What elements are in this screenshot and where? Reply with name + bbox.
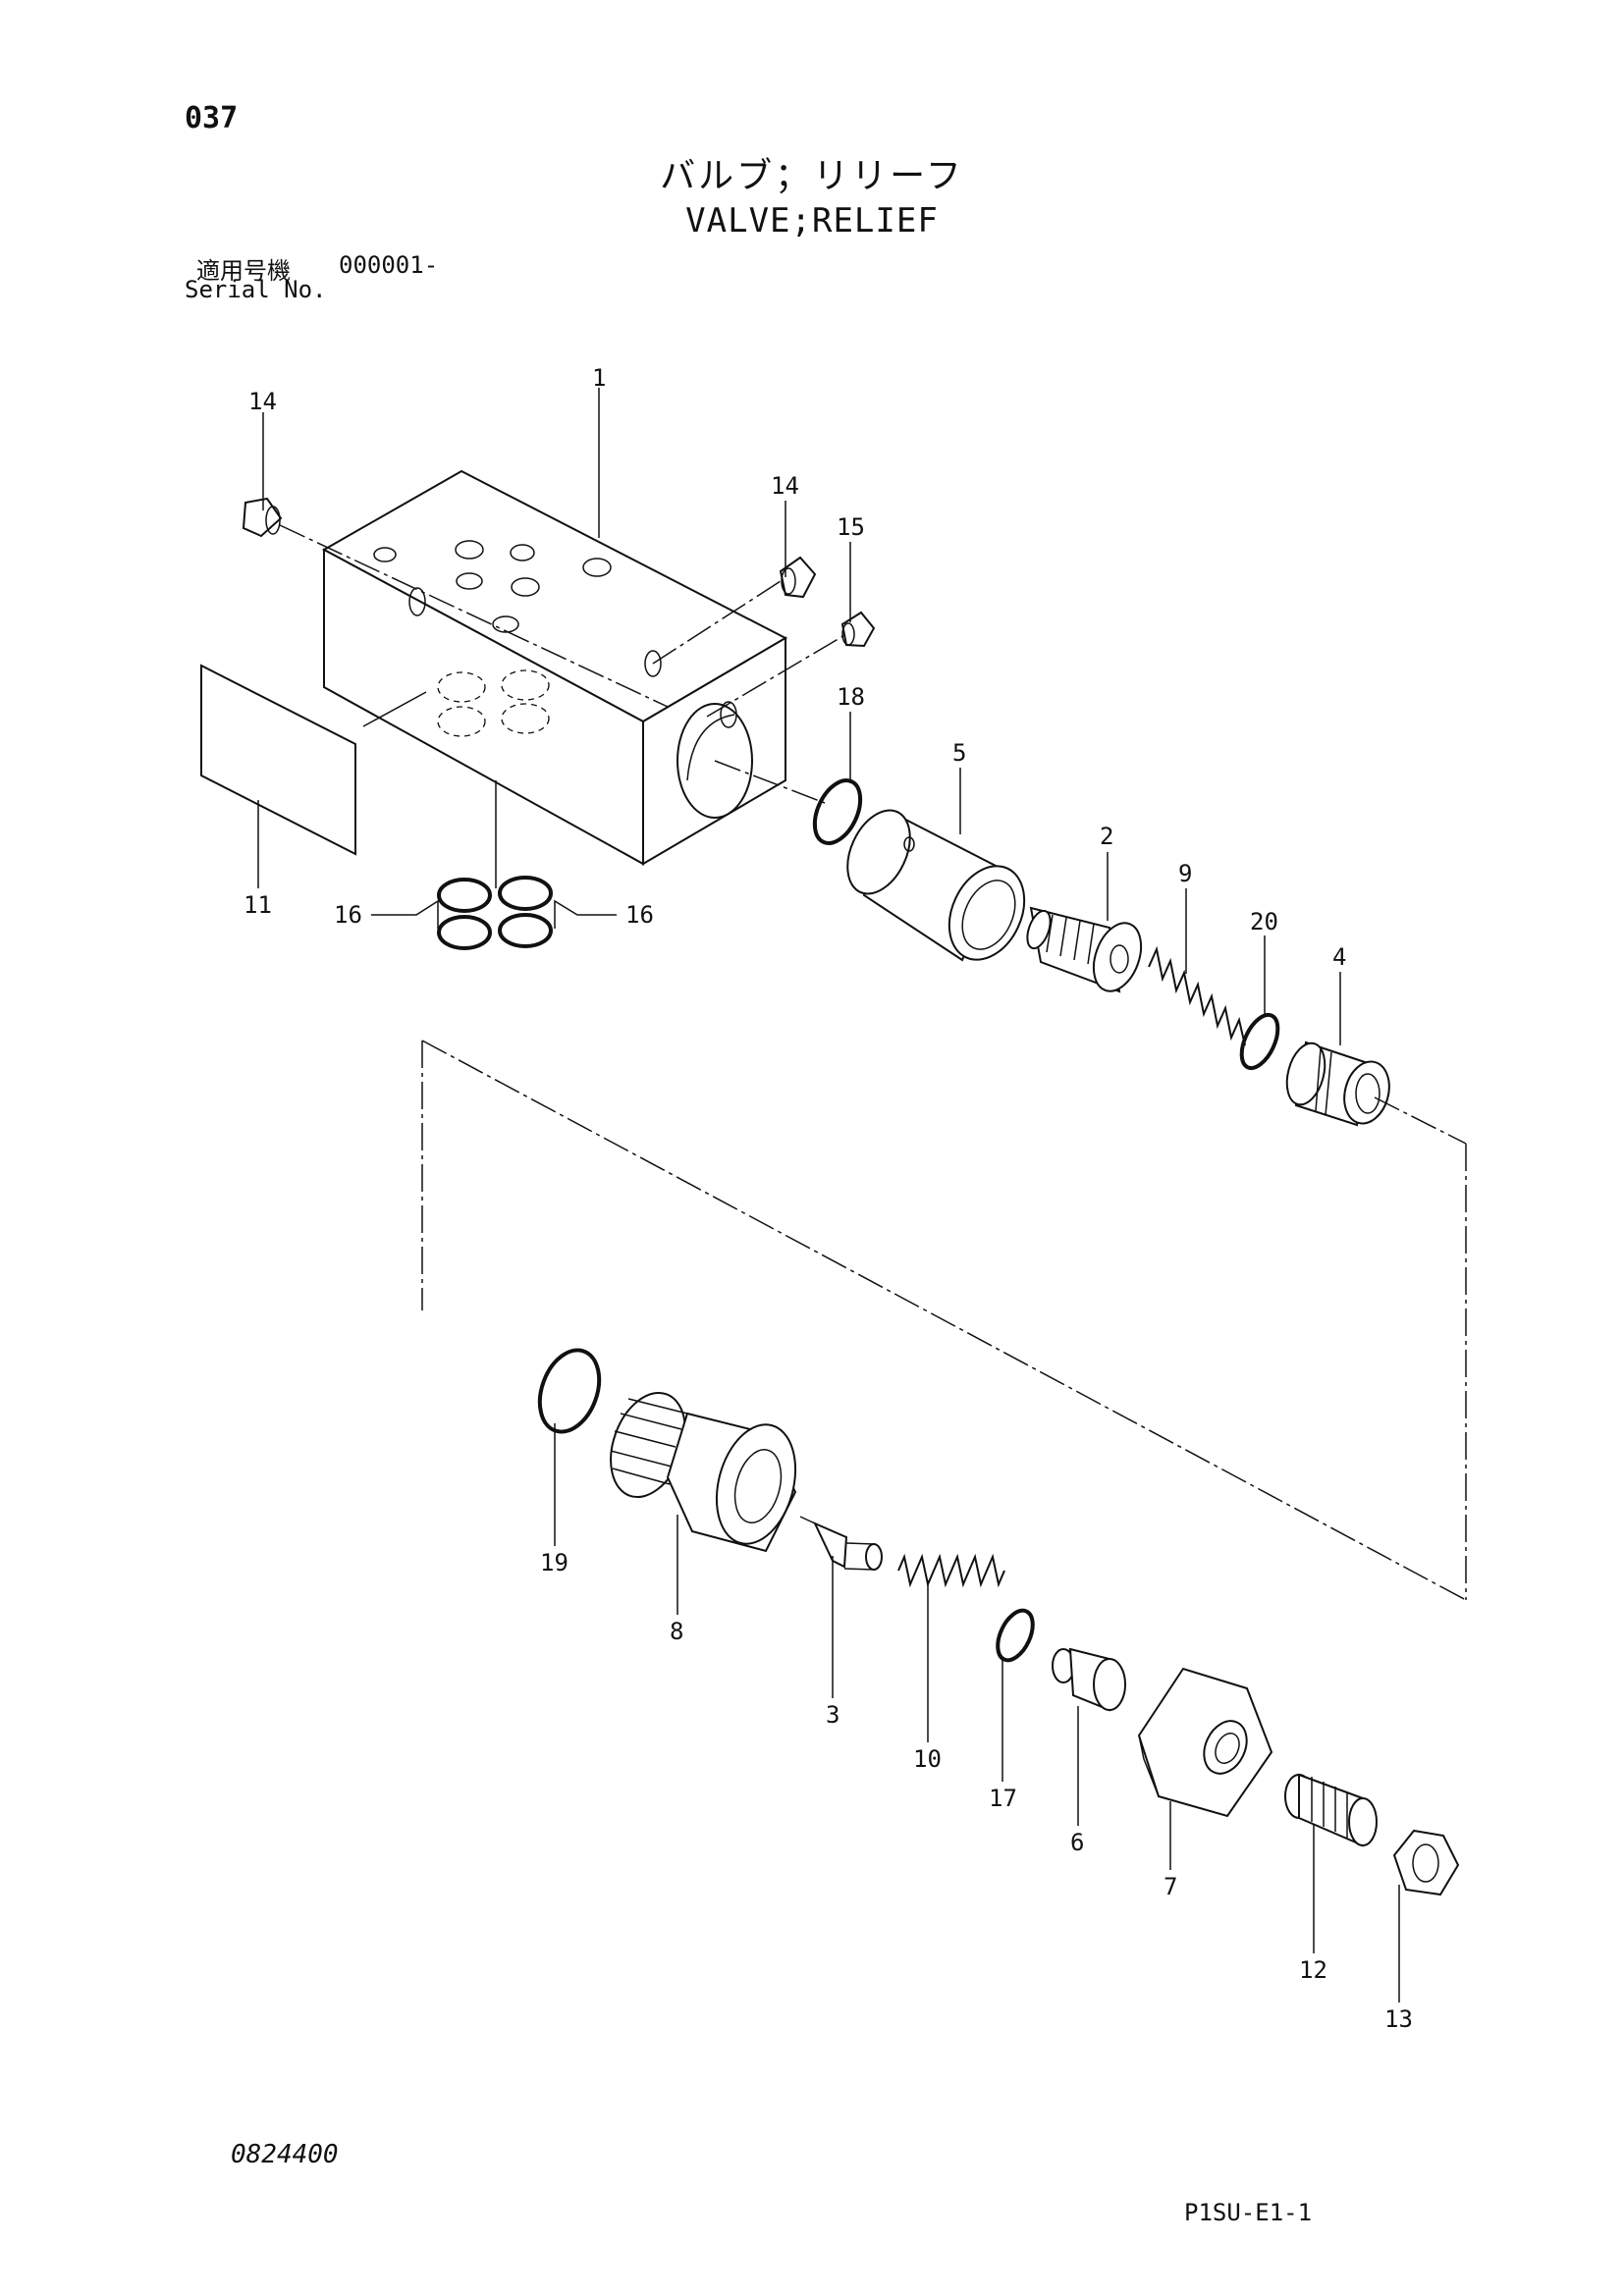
- part-18-o-ring: [812, 778, 863, 845]
- callout-10: 10: [913, 1745, 942, 1773]
- callout-3: 3: [826, 1701, 839, 1729]
- serial-label-english: Serial No.: [185, 276, 327, 303]
- title-english: VALVE;RELIEF: [685, 201, 939, 240]
- callout-13: 13: [1384, 2005, 1413, 2033]
- callout-20: 20: [1250, 908, 1278, 935]
- callout-16-right: 16: [625, 901, 654, 929]
- callout-numbers: 1 14 14 15 18 5 2 9 20 4 11 16 16 19 8 3…: [244, 364, 1413, 2033]
- part-7-hex-nut: [1137, 1667, 1273, 1818]
- serial-value: 000001-: [339, 251, 439, 279]
- part-11-nameplate: [200, 664, 356, 856]
- part-20-o-ring: [1239, 1012, 1280, 1071]
- part-14-plug-left: [242, 497, 283, 538]
- part-16-o-rings: [437, 876, 553, 950]
- part-10-spring: [897, 1553, 1005, 1588]
- part-13-lock-nut: [1392, 1829, 1460, 1896]
- title-japanese: バルブ；リリーフ: [660, 156, 964, 196]
- part-12-set-screw: [1284, 1773, 1378, 1847]
- callout-4: 4: [1332, 943, 1346, 971]
- callout-14-right: 14: [771, 472, 799, 500]
- callout-14-left: 14: [248, 388, 277, 415]
- part-1-valve-body: [321, 469, 788, 866]
- document-number: 0824400: [231, 2140, 339, 2169]
- callout-19: 19: [540, 1549, 568, 1576]
- callout-9: 9: [1178, 860, 1192, 887]
- page-number: 037: [185, 101, 239, 135]
- callout-17: 17: [989, 1785, 1017, 1812]
- callout-1: 1: [592, 364, 606, 392]
- part-2-poppet: [1026, 906, 1143, 993]
- callout-11: 11: [244, 891, 272, 919]
- part-17-o-ring: [996, 1608, 1035, 1663]
- part-14-plug-right: [779, 556, 817, 599]
- part-19-o-ring: [537, 1348, 602, 1434]
- callout-7: 7: [1164, 1873, 1177, 1900]
- part-9-spring: [1148, 945, 1246, 1046]
- callout-12: 12: [1299, 1956, 1327, 1984]
- leader-lines: [257, 388, 1400, 2002]
- callout-2: 2: [1100, 823, 1113, 850]
- callout-6: 6: [1070, 1829, 1084, 1856]
- callout-15: 15: [837, 513, 865, 541]
- part-4-plug: [1285, 1041, 1390, 1127]
- page-code: P1SU-E1-1: [1184, 2199, 1313, 2226]
- part-8-housing: [610, 1391, 797, 1553]
- part-5-sleeve: [846, 809, 1026, 962]
- part-15-plug: [840, 611, 876, 648]
- callout-5: 5: [952, 739, 966, 767]
- part-3-pin: [812, 1522, 883, 1571]
- part-6-plunger: [1052, 1647, 1126, 1712]
- assembly-centerlines: [279, 524, 1467, 1601]
- serial-label-japanese: 適用号機: [196, 257, 291, 285]
- callout-8: 8: [670, 1618, 683, 1645]
- callout-16-left: 16: [334, 901, 362, 929]
- callout-18: 18: [837, 683, 865, 711]
